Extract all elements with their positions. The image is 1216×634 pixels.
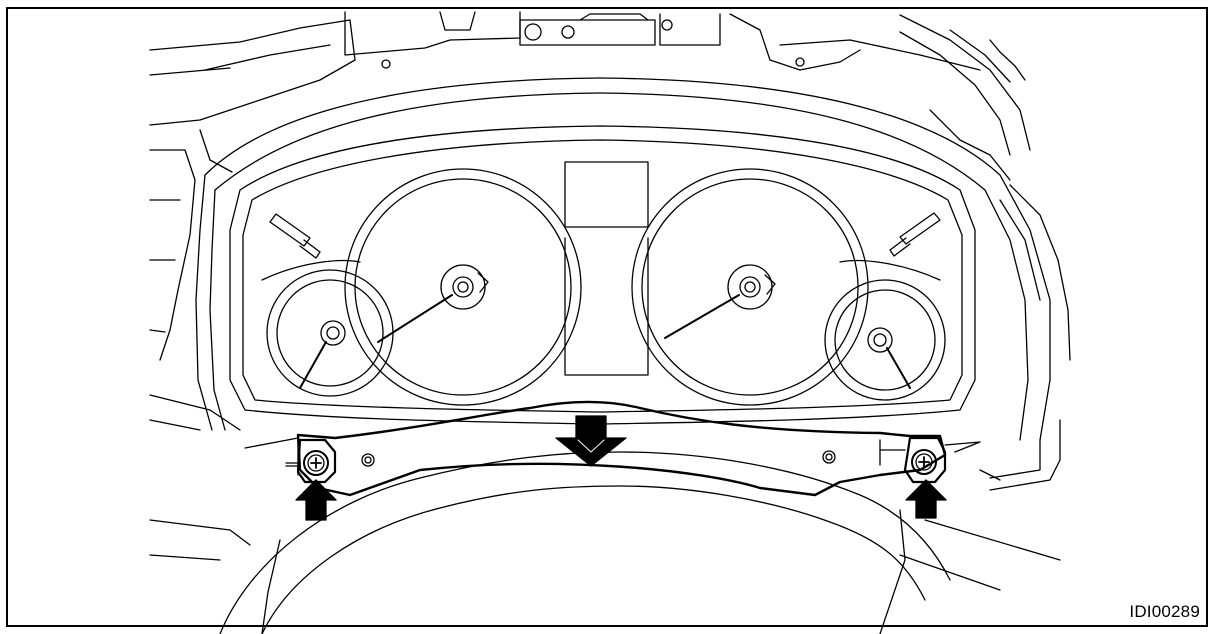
left-large-gauge [344, 168, 582, 406]
right-screw [879, 436, 947, 484]
figure-frame [6, 7, 1208, 627]
right-large-gauge [631, 168, 869, 406]
pull-direction-arrow-icon [555, 415, 627, 467]
trip-knobs [269, 212, 941, 259]
meter-face [229, 125, 976, 425]
steering-wheel [149, 451, 1061, 634]
figure-id-label: IDI00289 [1129, 602, 1200, 621]
left-screw [285, 438, 337, 484]
right-screw-arrow-icon [905, 479, 947, 519]
left-screw-arrow-icon [295, 479, 337, 521]
right-small-gauge [824, 279, 946, 401]
left-small-gauge [266, 269, 394, 397]
meter-hood [149, 77, 1071, 491]
lower-bracket [244, 400, 981, 497]
dashboard-panels [149, 11, 1031, 361]
center-display-window [564, 161, 649, 228]
